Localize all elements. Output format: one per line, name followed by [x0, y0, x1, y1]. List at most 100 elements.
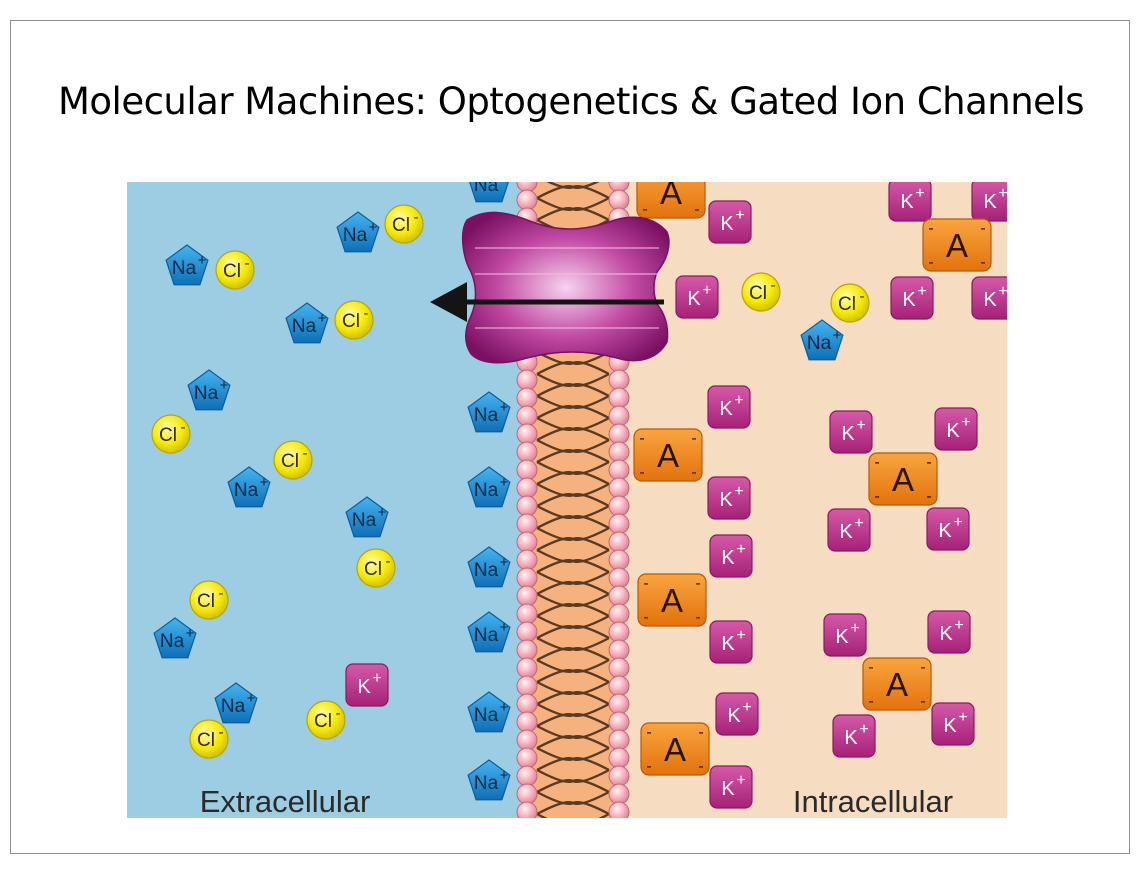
svg-text:Cl: Cl: [364, 559, 382, 580]
svg-text:-: -: [695, 609, 700, 626]
anion-icon: A----: [922, 218, 992, 272]
svg-text:+: +: [856, 417, 865, 434]
svg-text:K: K: [938, 520, 952, 542]
svg-text:+: +: [318, 310, 327, 327]
svg-text:+: +: [742, 699, 751, 716]
slide-title: Molecular Machines: Optogenetics & Gated…: [57, 80, 1085, 123]
svg-text:K: K: [720, 213, 734, 235]
svg-text:+: +: [854, 515, 863, 532]
svg-text:K: K: [844, 727, 858, 749]
svg-text:+: +: [500, 699, 509, 716]
potassium-ion-icon: K+: [890, 276, 934, 320]
svg-text:K: K: [939, 623, 953, 645]
svg-text:Cl: Cl: [392, 215, 410, 236]
svg-text:Na: Na: [221, 696, 246, 717]
svg-text:-: -: [245, 255, 250, 272]
svg-text:Na: Na: [234, 480, 259, 501]
svg-text:-: -: [694, 201, 699, 218]
svg-text:-: -: [181, 419, 186, 436]
potassium-ion-icon: K+: [827, 508, 871, 552]
svg-text:-: -: [698, 758, 703, 775]
potassium-ion-icon: K+: [715, 692, 759, 736]
svg-text:Na: Na: [352, 510, 377, 531]
svg-text:+: +: [998, 283, 1007, 300]
svg-text:+: +: [833, 327, 842, 344]
svg-text:Na: Na: [160, 631, 185, 652]
svg-text:Na: Na: [474, 480, 499, 501]
svg-text:-: -: [771, 277, 776, 294]
svg-text:Cl: Cl: [314, 711, 332, 732]
intracellular-label: Intracellular: [793, 784, 953, 818]
svg-text:K: K: [839, 521, 853, 543]
anion-icon: A----: [633, 428, 703, 482]
chloride-ion-icon: Cl-: [189, 719, 229, 759]
svg-text:K: K: [946, 420, 960, 442]
svg-text:-: -: [980, 220, 985, 237]
potassium-ion-icon: K+: [829, 410, 873, 454]
svg-text:-: -: [219, 724, 224, 741]
chloride-ion-icon: Cl-: [384, 204, 424, 244]
efflux-arrow-icon: [430, 282, 664, 322]
anion-icon: A----: [640, 722, 710, 776]
sodium-ion-icon: Na+: [800, 319, 844, 361]
svg-text:A: A: [661, 582, 683, 619]
svg-text:Na: Na: [292, 316, 317, 337]
svg-text:+: +: [500, 399, 509, 416]
svg-text:K: K: [983, 289, 997, 311]
svg-text:-: -: [646, 724, 651, 741]
ion-channel-icon: [461, 211, 670, 364]
svg-text:Na: Na: [474, 625, 499, 646]
svg-text:-: -: [303, 445, 308, 462]
sodium-ion-icon: Na+: [187, 369, 231, 411]
svg-text:-: -: [695, 575, 700, 592]
sodium-ion-icon: Na+: [467, 546, 511, 588]
svg-text:K: K: [721, 547, 735, 569]
svg-text:+: +: [500, 554, 509, 571]
svg-text:+: +: [736, 541, 745, 558]
svg-text:-: -: [219, 585, 224, 602]
svg-text:Cl: Cl: [342, 311, 360, 332]
potassium-ion-icon: K+: [823, 613, 867, 657]
svg-text:Na: Na: [474, 773, 499, 794]
potassium-ion-icon: K+: [888, 182, 932, 222]
svg-text:-: -: [646, 758, 651, 775]
sodium-ion-icon: Na+: [467, 466, 511, 508]
svg-text:-: -: [698, 724, 703, 741]
svg-text:K: K: [902, 289, 916, 311]
svg-text:+: +: [186, 625, 195, 642]
svg-text:+: +: [220, 377, 229, 394]
svg-text:-: -: [868, 693, 873, 710]
svg-text:-: -: [860, 288, 865, 305]
svg-text:+: +: [369, 219, 378, 236]
svg-text:+: +: [372, 670, 381, 687]
svg-text:Cl: Cl: [197, 730, 215, 751]
svg-text:A: A: [657, 437, 679, 474]
sodium-ion-icon: Na+: [336, 211, 380, 253]
anion-icon: A----: [636, 182, 706, 219]
potassium-ion-icon: K+: [708, 200, 752, 244]
svg-text:Na: Na: [474, 182, 499, 196]
svg-text:-: -: [642, 182, 647, 184]
svg-text:-: -: [926, 488, 931, 505]
chloride-ion-icon: Cl-: [189, 580, 229, 620]
svg-text:K: K: [841, 423, 855, 445]
svg-text:+: +: [260, 474, 269, 491]
svg-text:Na: Na: [474, 405, 499, 426]
svg-text:+: +: [198, 252, 207, 269]
chloride-ion-icon: Cl-: [334, 300, 374, 340]
anion-icon: A----: [862, 657, 932, 711]
potassium-ion-icon: K+: [707, 385, 751, 429]
chloride-ion-icon: Cl-: [830, 283, 870, 323]
potassium-ion-icon: K+: [345, 663, 389, 707]
svg-text:K: K: [719, 398, 733, 420]
svg-text:-: -: [414, 209, 419, 226]
svg-text:K: K: [687, 288, 701, 310]
ion-layer: Na+Cl-Na+Cl-Na+Cl-Na+Cl-Na+Cl-Na+Cl-Cl-N…: [151, 182, 1007, 809]
sodium-ion-icon: Na+: [153, 617, 197, 659]
svg-text:K: K: [721, 633, 735, 655]
chloride-ion-icon: Cl-: [741, 272, 781, 312]
svg-text:+: +: [247, 690, 256, 707]
potassium-ion-icon: K+: [931, 702, 975, 746]
svg-text:+: +: [850, 620, 859, 637]
svg-text:-: -: [386, 553, 391, 570]
